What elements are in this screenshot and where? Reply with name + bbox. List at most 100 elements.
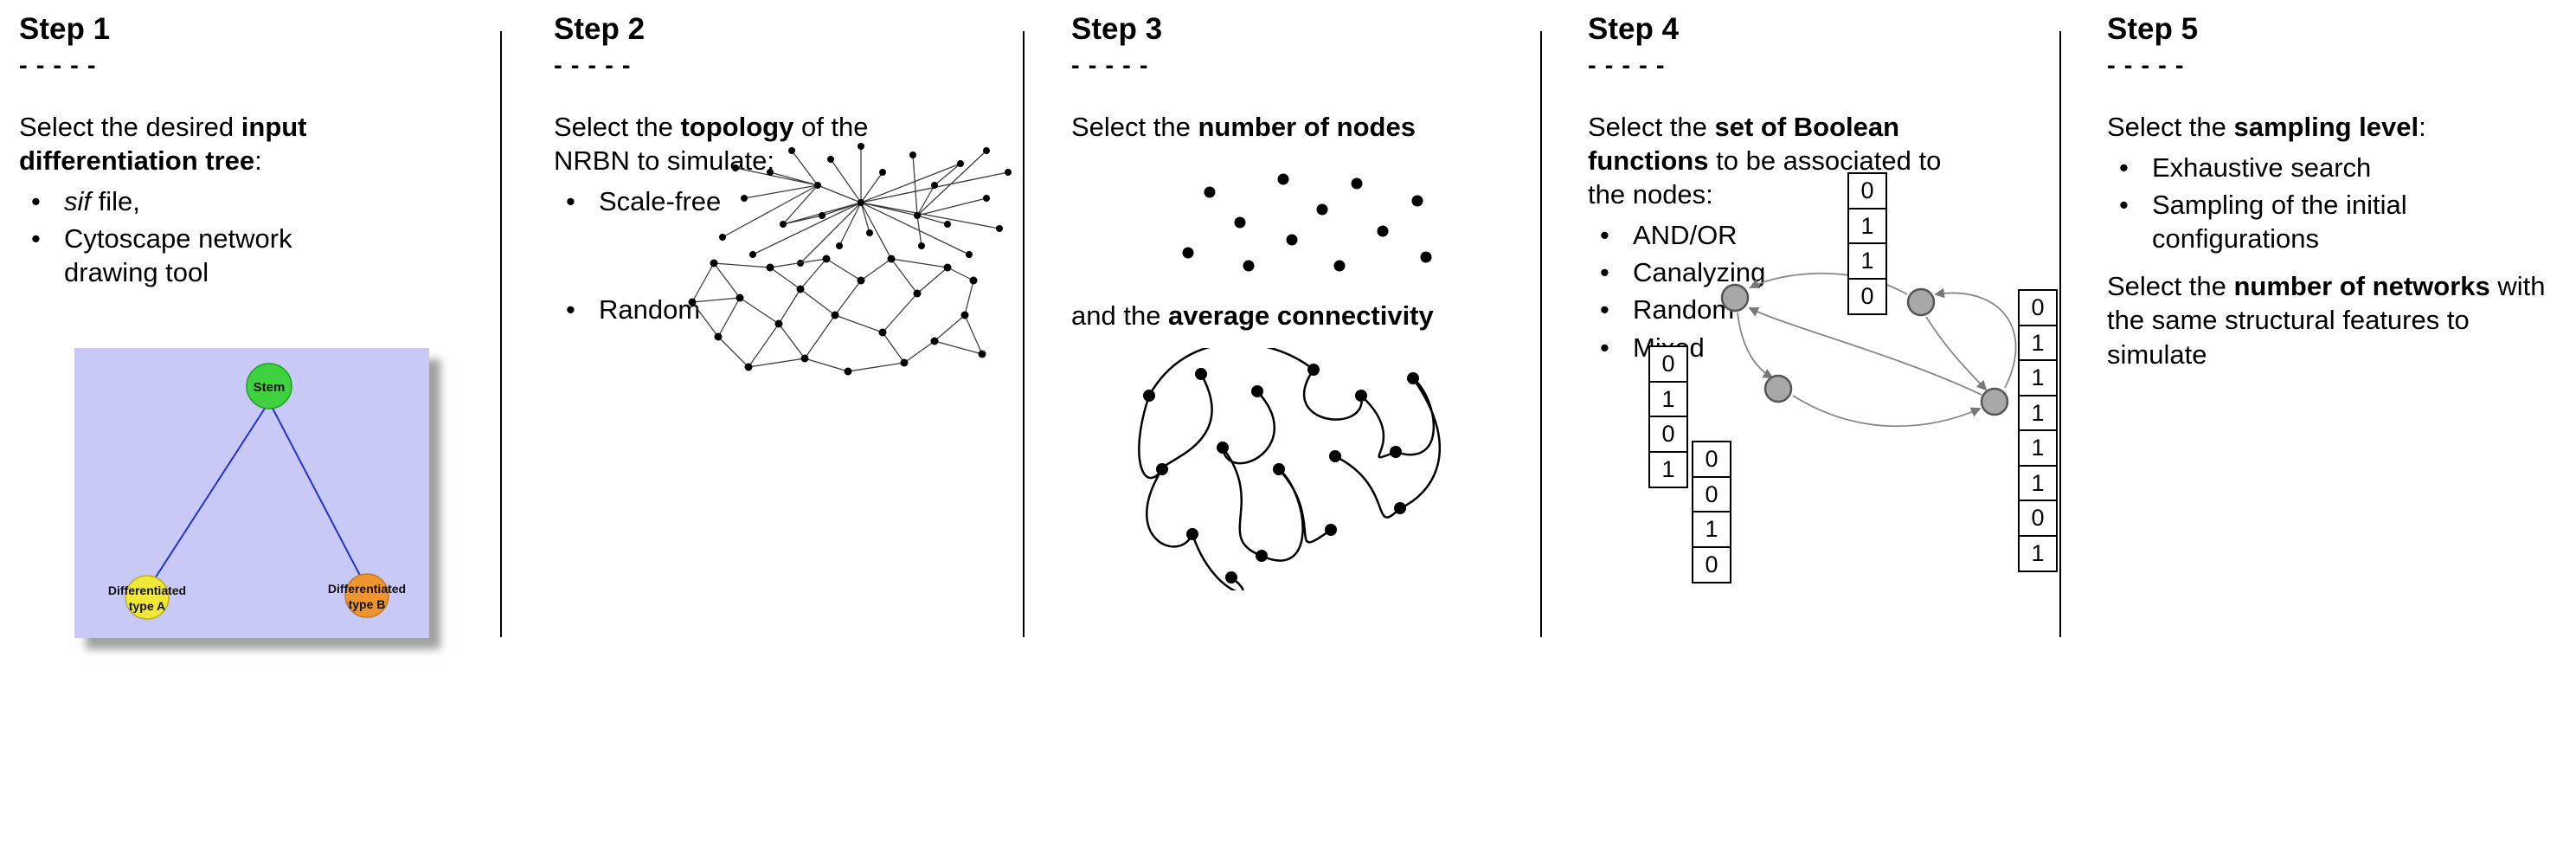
truth-table-cell: 1	[2018, 394, 2058, 432]
intro-text: Select the	[2107, 112, 2234, 143]
network-dot	[744, 363, 753, 371]
network-dot	[766, 263, 774, 272]
network-dot	[767, 169, 774, 176]
connectivity-edges	[1138, 348, 1441, 591]
bullet-text: Cytoscape network drawing tool	[64, 223, 292, 288]
truth-table-cell: 1	[1692, 511, 1731, 548]
network-dot	[914, 212, 921, 219]
network-dot	[814, 182, 821, 189]
network-dot	[749, 251, 756, 258]
step-4-title: Step 4	[1588, 12, 1680, 46]
network-dot	[1156, 463, 1168, 476]
intro-bold: number of networks	[2233, 271, 2490, 302]
truth-table-cell: 0	[1692, 545, 1731, 583]
network-dot	[858, 143, 864, 150]
bullet-and-or: AND/OR	[1588, 218, 1865, 252]
network-dot	[827, 156, 834, 163]
step-5-dashes: - - - - -	[2107, 52, 2185, 81]
network-dot	[710, 259, 718, 268]
step-5-networks-text: Select the number of networks with the s…	[2107, 269, 2548, 371]
network-dot	[1005, 169, 1012, 176]
intro-text: Select the	[554, 112, 681, 143]
step-4-intro: Select the set of Boolean functions to b…	[1588, 110, 1977, 211]
bullet-sampling-initial-configurations: Sampling of the initial configurations	[2107, 188, 2462, 255]
network-dot	[1277, 173, 1289, 185]
step-1-dashes: - - - - -	[19, 52, 97, 81]
network-dot	[1333, 260, 1346, 272]
network-dot	[1204, 186, 1216, 198]
intro-text: Select the	[2107, 271, 2234, 302]
stem-node	[246, 363, 292, 410]
network-dot	[780, 221, 787, 228]
step-1-intro: Select the desired input differentiation…	[19, 110, 365, 177]
network-dot	[1273, 463, 1285, 476]
network-dot	[983, 195, 990, 202]
step-5-bullet-list: Exhaustive search Sampling of the initia…	[2107, 151, 2462, 255]
bullet-text: file,	[91, 186, 140, 217]
edge-b-to-a	[1749, 272, 1908, 295]
truth-table-cell: 0	[1847, 172, 1887, 210]
step-3-connectivity-text: and the average connectivity	[1071, 299, 1528, 332]
step-4-bullet-list: AND/OR Canalyzing Random Mixed	[1588, 218, 1865, 364]
network-dot	[866, 229, 873, 236]
bullet-text: AND/OR	[1633, 220, 1738, 251]
truth-table-cell: 1	[1648, 450, 1688, 488]
bullet-random: Random	[554, 293, 1012, 326]
intro-text: Select the desired	[19, 112, 241, 143]
connectivity-network-figure	[1138, 348, 1441, 591]
network-dot	[996, 225, 1003, 232]
truth-table-cell: 0	[1847, 277, 1887, 315]
step-1-column: Step 1 - - - - - Select the desired inpu…	[19, 12, 491, 639]
column-divider	[500, 31, 502, 637]
network-dot	[913, 289, 922, 298]
step-2-title: Step 2	[554, 12, 646, 46]
step-1-bullet-list: sif file, Cytoscape network drawing tool	[19, 184, 318, 289]
network-dot	[1420, 251, 1432, 263]
random-network-edges	[691, 258, 983, 372]
truth-table-cell: 1	[1648, 380, 1688, 418]
truth-table-cell: 0	[1648, 416, 1688, 453]
network-dot	[836, 242, 843, 249]
network-dot	[1286, 234, 1298, 246]
truth-table-cell: 0	[2018, 289, 2058, 326]
boolean-network-figure: 0 1 1 0 0 1 0 1 0 0 1 0 0 1 1 1 1 1 0 1	[1635, 168, 2081, 601]
type-b-label-line1: Differentiated	[328, 582, 406, 596]
bullet-text: Random	[599, 294, 701, 326]
network-dot	[1256, 550, 1268, 563]
network-dot	[887, 255, 896, 263]
intro-text: of the NRBN to simulate:	[554, 112, 869, 177]
column-divider	[1023, 31, 1025, 637]
network-dot	[1355, 390, 1367, 403]
network-dot	[1316, 203, 1328, 216]
bullet-text: Scale-free	[599, 186, 722, 217]
tree-edge-right	[268, 402, 368, 590]
network-dot	[1195, 368, 1207, 381]
network-dot	[1377, 225, 1389, 237]
bullet-text: Exhaustive search	[2152, 152, 2372, 184]
truth-table-cell: 0	[1692, 441, 1731, 478]
bullet-scale-free: Scale-free	[554, 184, 1012, 218]
boolean-node-a	[1720, 283, 1750, 313]
network-dot	[1186, 528, 1198, 541]
network-dot	[719, 234, 726, 241]
step-2-bullet-list: Scale-free Random	[554, 184, 1012, 326]
network-dot	[1182, 247, 1194, 259]
intro-text: :	[2419, 112, 2426, 143]
truth-table-cell: 1	[2018, 324, 2058, 362]
step-2-dashes: - - - - -	[554, 52, 632, 81]
network-dot	[1329, 450, 1341, 463]
network-dot	[800, 354, 809, 363]
bullet-italic-text: sif	[64, 186, 91, 217]
network-dot	[969, 276, 978, 285]
network-dot	[714, 332, 723, 341]
step-5-title: Step 5	[2107, 12, 2199, 46]
network-dot	[918, 242, 925, 249]
network-dot	[960, 311, 969, 319]
bullet-sif-file: sif file,	[19, 184, 318, 218]
boolean-network-svg	[1720, 272, 2017, 428]
random-network-figure	[688, 255, 986, 376]
network-dot	[822, 255, 831, 263]
network-dot	[857, 276, 865, 285]
bullet-exhaustive-search: Exhaustive search	[2107, 151, 2462, 184]
network-dot	[1411, 195, 1423, 207]
